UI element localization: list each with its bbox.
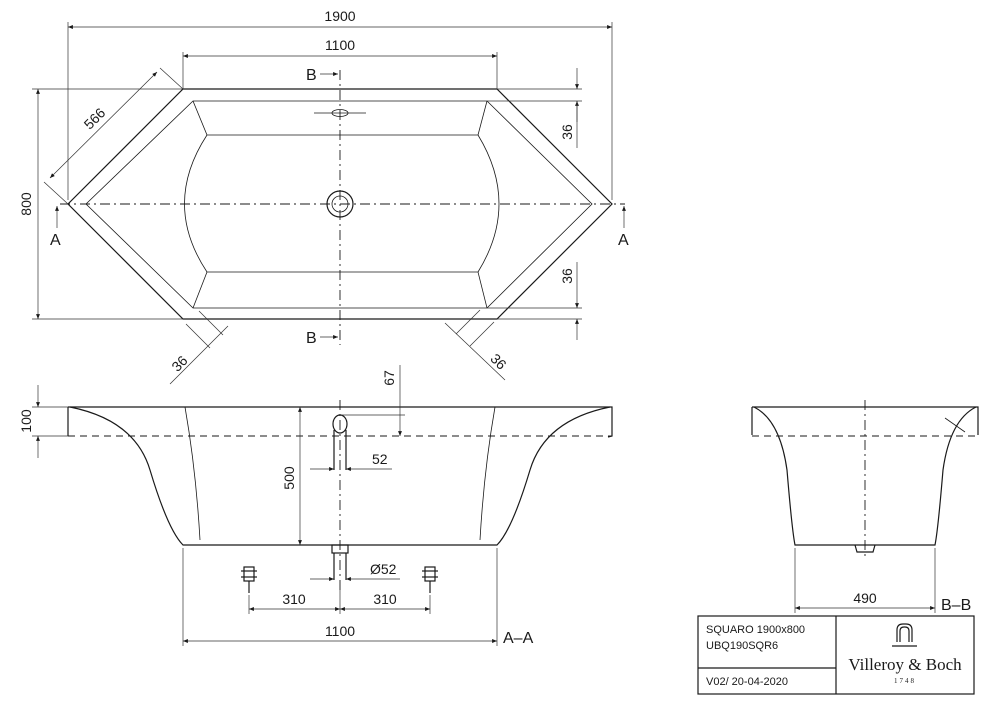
dim-top-inner-length: 1100	[325, 37, 355, 53]
product-name: SQUARO 1900x800	[706, 624, 805, 636]
dim-rim-top: 36	[559, 124, 575, 140]
section-b-bottom: B	[306, 330, 317, 347]
dim-foot-right: 310	[373, 591, 397, 607]
brand-name: Villeroy & Boch	[848, 655, 962, 674]
brand-year: 1748	[894, 677, 916, 685]
dim-overflow-width: 52	[372, 451, 388, 467]
title-block: SQUARO 1900x800 UBQ190SQR6 V02/ 20-04-20…	[697, 615, 975, 695]
foot-left-icon	[241, 566, 257, 593]
brand-logo-icon	[892, 623, 917, 647]
dim-bottom-length: 1100	[325, 623, 355, 639]
product-code: UBQ190SQR6	[706, 640, 778, 652]
version-date: V02/ 20-04-2020	[706, 676, 788, 688]
dim-rim-left-diag: 36	[168, 352, 190, 374]
plan-basin	[184, 134, 500, 273]
plan-view: 1900 1100 566 800 36 36 36	[18, 8, 629, 385]
section-a-left: A	[50, 232, 61, 249]
dim-overall-width: 800	[18, 192, 34, 216]
dim-rim-bottom: 36	[559, 268, 575, 284]
foot-right-icon	[422, 566, 438, 593]
dim-depth: 500	[281, 466, 297, 490]
dim-foot-left: 310	[282, 591, 306, 607]
view-label-aa: A–A	[503, 630, 534, 647]
section-aa-view: 100 67 52 500 Ø52	[18, 365, 613, 647]
plan-inner-rim	[85, 100, 593, 309]
dim-overall-length: 1900	[324, 8, 355, 24]
section-a-right: A	[618, 232, 629, 249]
dim-diagonal-side: 566	[81, 104, 109, 132]
section-bb-view: 490 B–B	[751, 400, 979, 614]
view-label-bb: B–B	[941, 597, 971, 614]
dim-drain-diameter: Ø52	[370, 561, 397, 577]
dim-rim-right-diag: 36	[487, 350, 509, 372]
drain-icon	[326, 190, 354, 218]
dim-rim-height: 100	[18, 409, 34, 433]
section-b-top: B	[306, 67, 317, 84]
dim-overflow-offset: 67	[381, 370, 397, 386]
dim-side-bottom-width: 490	[853, 590, 877, 606]
